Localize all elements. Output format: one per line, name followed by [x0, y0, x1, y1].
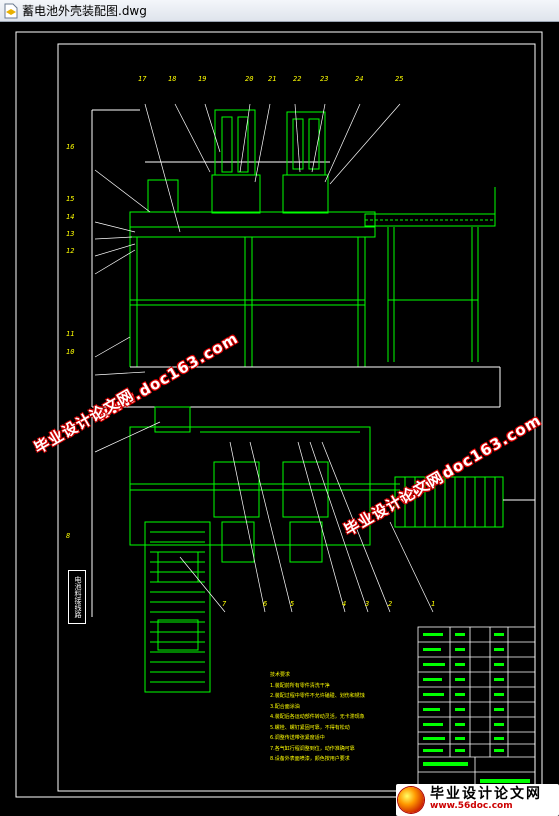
window-titlebar: 蓄电池外壳装配图.dwg — [0, 0, 559, 22]
front-view — [91, 109, 501, 408]
callout-18: 18 — [168, 75, 177, 83]
note-line: 8.设备外表面喷漆，颜色按用户要求 — [270, 756, 350, 762]
note-line: 6.调整传送带张紧度适中 — [270, 735, 325, 741]
logo-globe-icon — [398, 787, 424, 813]
title-block-text-marks — [423, 633, 530, 783]
callout-1: 1 — [431, 600, 436, 608]
callout-20: 20 — [245, 75, 254, 83]
dwg-file-icon — [4, 3, 18, 18]
callout-15: 15 — [66, 195, 75, 203]
callout-23: 23 — [320, 75, 329, 83]
callout-leaders — [94, 103, 434, 613]
notes-heading: 技术要求 — [270, 672, 291, 678]
callout-25: 25 — [395, 75, 404, 83]
callout-2: 2 — [388, 600, 393, 608]
callout-7: 7 — [222, 600, 227, 608]
callout-17: 17 — [138, 75, 147, 83]
callout-3: 3 — [365, 600, 370, 608]
callout-24: 24 — [355, 75, 364, 83]
assembly-drawing — [15, 31, 543, 798]
callout-19: 19 — [198, 75, 207, 83]
callout-11: 11 — [66, 330, 75, 338]
callout-14: 14 — [66, 213, 75, 221]
note-line: 5.螺栓、螺钉紧固可靠，不得有松动 — [270, 724, 350, 731]
callout-5: 5 — [290, 600, 295, 608]
callout-10: 10 — [66, 348, 75, 356]
callout-8: 8 — [66, 532, 71, 540]
note-line: 1.装配前所有零件清洗干净 — [270, 682, 330, 689]
vertical-label-box: 电池料接线路 — [68, 570, 86, 624]
drawing-border-outer — [15, 31, 543, 798]
callout-12: 12 — [66, 247, 75, 255]
site-logo: 毕业设计论文网 www.56doc.com — [396, 784, 559, 816]
callout-21: 21 — [268, 75, 277, 83]
note-line: 4.装配后各运动部件转动灵活，无卡滞现象 — [270, 714, 365, 720]
callout-6: 6 — [263, 600, 268, 608]
top-view — [91, 406, 535, 693]
window-title: 蓄电池外壳装配图.dwg — [22, 4, 147, 18]
note-line: 2.装配过程中零件不允许磕碰、划伤和锈蚀 — [270, 693, 365, 699]
callout-9: 9 — [66, 426, 71, 434]
callout-22: 22 — [293, 75, 302, 83]
technical-notes: 技术要求 1.装配前所有零件清洗干净 2.装配过程中零件不允许磕碰、划伤和锈蚀 … — [270, 670, 365, 765]
note-line: 3.配合面涂油 — [270, 703, 300, 710]
logo-cn-text: 毕业设计论文网 — [430, 786, 542, 802]
callout-13: 13 — [66, 230, 75, 238]
drawing-border-inner — [57, 43, 536, 792]
callout-4: 4 — [342, 600, 347, 608]
cad-drawing-canvas[interactable]: 17 18 19 20 21 22 23 24 25 16 15 14 13 1… — [0, 22, 559, 816]
note-line: 7.各气缸行程调整到位，动作准确可靠 — [270, 745, 355, 752]
logo-url-text: www.56doc.com — [430, 801, 513, 811]
callout-16: 16 — [66, 143, 75, 151]
